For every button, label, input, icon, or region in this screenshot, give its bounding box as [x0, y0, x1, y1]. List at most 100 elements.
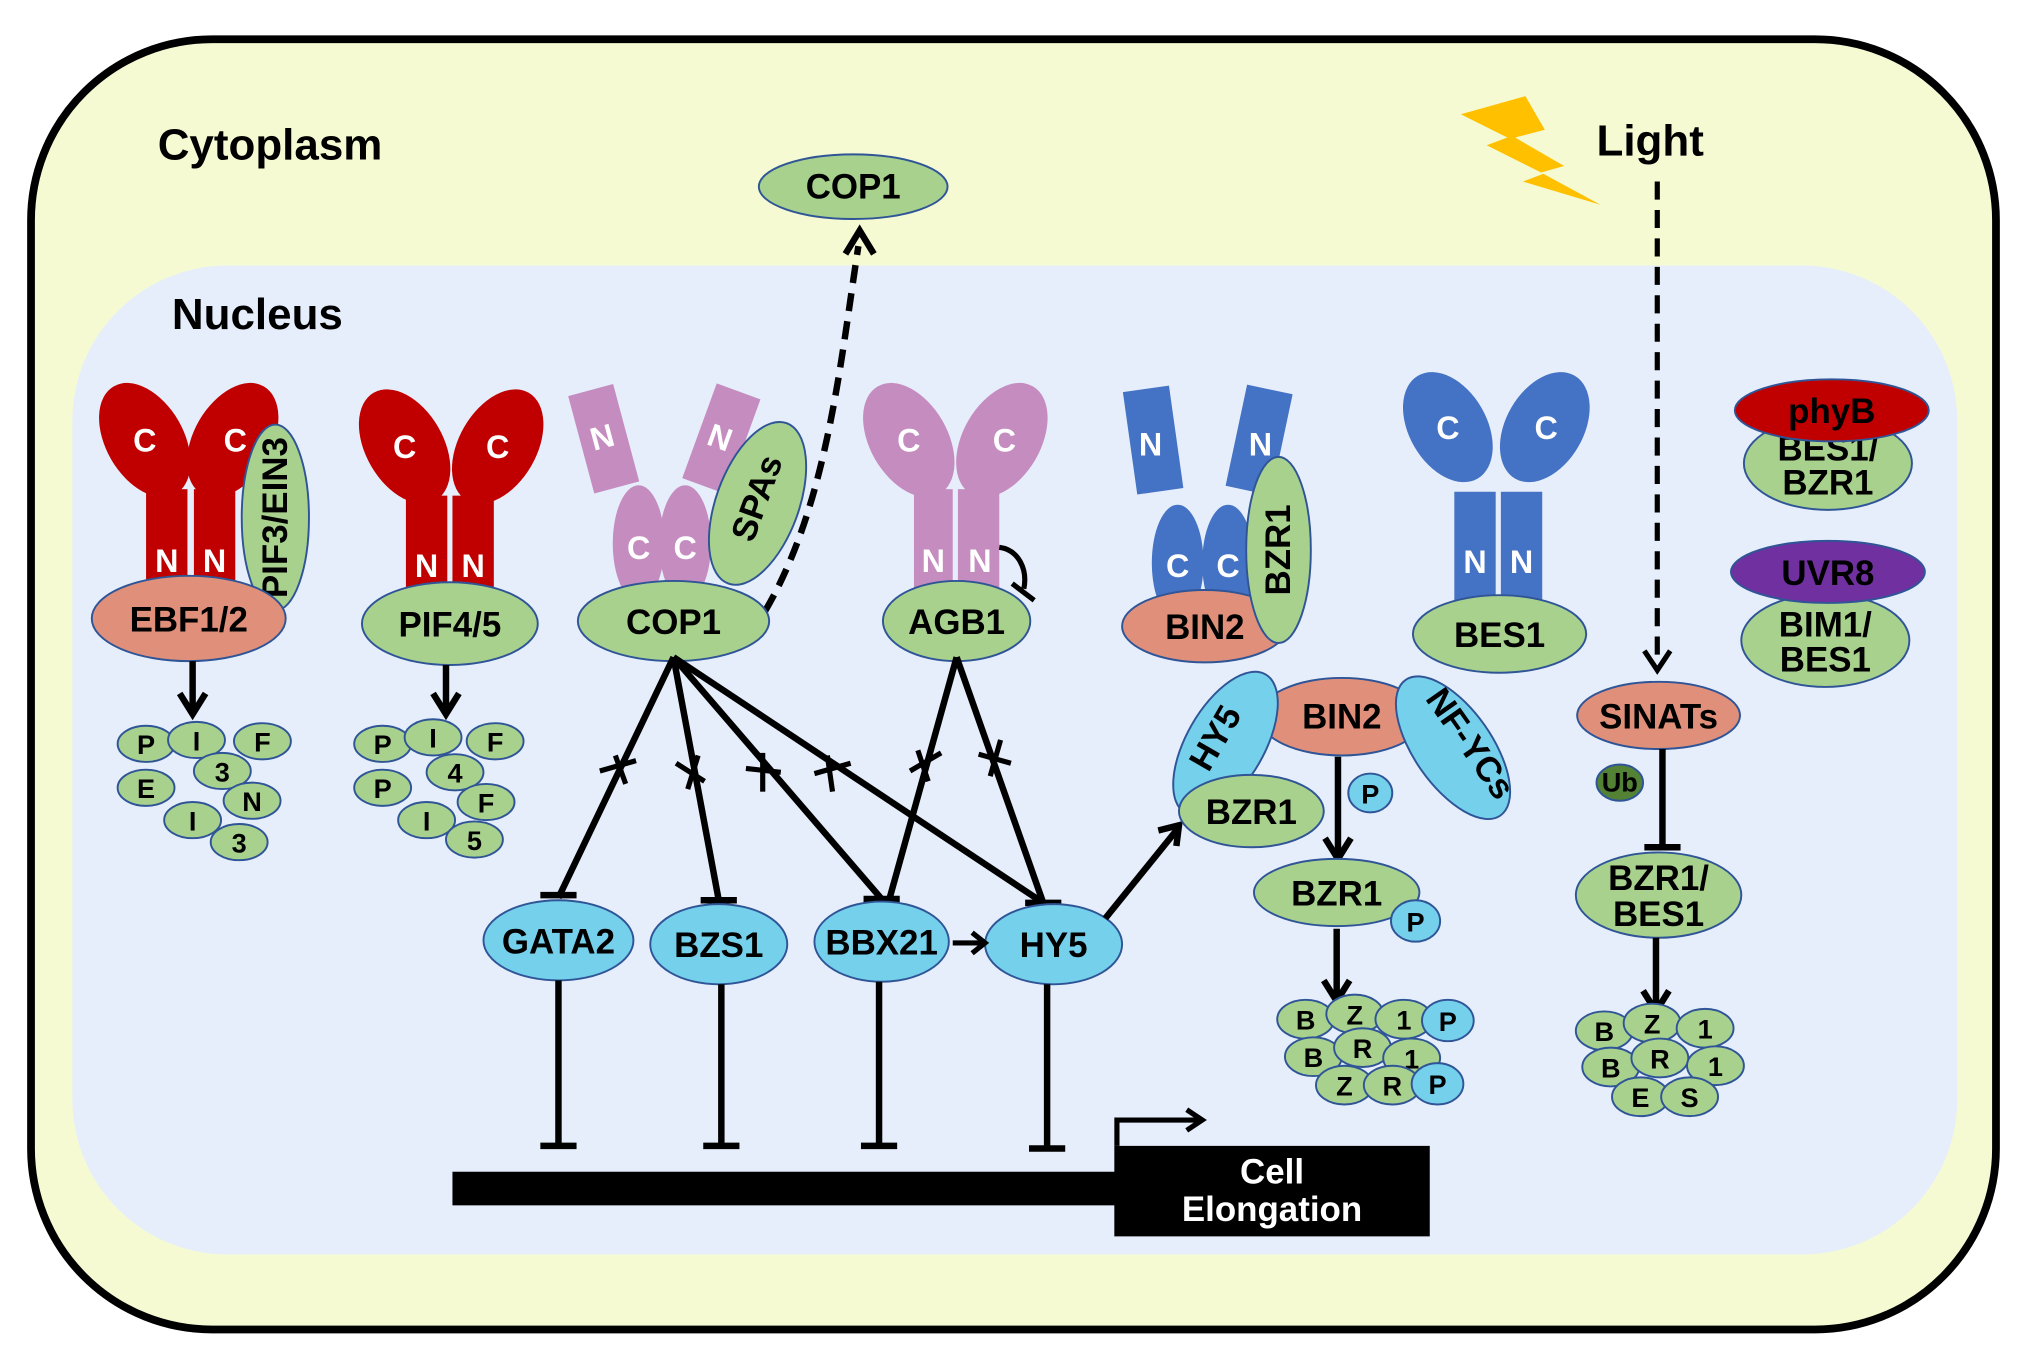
svg-text:C: C	[993, 423, 1016, 459]
svg-text:N: N	[242, 786, 262, 817]
ebf12	[90, 574, 287, 663]
gene-repression-lines	[540, 980, 1066, 1152]
bin2-module: BIN2 HY5 NF-YCs BZR1 P	[1172, 670, 1522, 849]
svg-text:BZR1: BZR1	[1782, 463, 1873, 502]
light-label: Light	[1597, 117, 1705, 166]
svg-text:P: P	[1361, 778, 1379, 809]
bzr1-phospho: BZR1 P	[1252, 857, 1442, 943]
svg-text:BBX21: BBX21	[825, 924, 937, 963]
svg-text:P: P	[1428, 1069, 1446, 1100]
svg-text:P: P	[1439, 1006, 1457, 1037]
svg-text:EBF1/2: EBF1/2	[130, 600, 248, 639]
cell-elongation-line2: Elongation	[1182, 1190, 1362, 1229]
svg-text:P: P	[1406, 906, 1424, 937]
svg-text:I: I	[423, 805, 431, 836]
svg-text:C: C	[1216, 548, 1239, 584]
svg-text:C: C	[1534, 410, 1557, 446]
svg-text:N: N	[922, 543, 945, 579]
svg-text:1: 1	[1698, 1014, 1713, 1045]
cop1-export-arrowhead	[842, 224, 877, 256]
gene-bar	[452, 1171, 1125, 1206]
svg-text:C: C	[1166, 548, 1189, 584]
svg-text:BZR1: BZR1	[1259, 504, 1298, 595]
svg-text:P: P	[137, 729, 155, 760]
svg-text:C: C	[1436, 410, 1459, 446]
svg-text:I: I	[189, 805, 197, 836]
svg-text:BIN2: BIN2	[1302, 697, 1382, 736]
svg-text:4: 4	[447, 758, 462, 789]
svg-text:E: E	[137, 773, 155, 804]
svg-text:C: C	[673, 530, 696, 566]
svg-text:B: B	[1594, 1016, 1614, 1047]
cell-elongation-line1: Cell	[1240, 1152, 1304, 1191]
svg-text:C: C	[486, 429, 509, 465]
svg-text:C: C	[393, 429, 416, 465]
svg-text:BZR1/: BZR1/	[1608, 859, 1709, 898]
svg-text:R: R	[1650, 1043, 1670, 1074]
svg-text:S: S	[1681, 1082, 1699, 1113]
svg-text:PIF4/5: PIF4/5	[398, 606, 501, 645]
svg-text:N: N	[1510, 544, 1533, 580]
svg-text:C: C	[627, 530, 650, 566]
svg-text:N: N	[1139, 427, 1162, 463]
svg-text:N: N	[203, 543, 226, 579]
svg-text:F: F	[478, 787, 495, 818]
svg-text:B: B	[1601, 1052, 1621, 1083]
svg-text:E: E	[1631, 1082, 1649, 1113]
svg-text:N: N	[1463, 544, 1486, 580]
svg-text:UVR8: UVR8	[1781, 554, 1874, 593]
svg-text:N: N	[415, 548, 438, 584]
bzr1-hy5	[1177, 773, 1325, 849]
svg-text:GATA2: GATA2	[502, 922, 615, 961]
svg-text:N: N	[155, 543, 178, 579]
svg-text:N: N	[1249, 427, 1272, 463]
svg-text:P: P	[374, 773, 392, 804]
cytoplasm-label: Cytoplasm	[158, 121, 383, 170]
svg-text:BIM1/: BIM1/	[1779, 606, 1872, 645]
pif45-complex: C C N N PIF4/5	[358, 389, 544, 666]
agb1-complex: C C N N AGB1	[863, 382, 1048, 663]
cop1-export-arrow	[762, 245, 862, 613]
spas	[707, 421, 808, 586]
lightning-icon	[1460, 96, 1601, 205]
bzr1-bes1-fragments: B Z 1 B R 1 E S	[1574, 1002, 1745, 1118]
pif45-fragments: P I F 4 P F I 5	[353, 718, 525, 859]
bzr1p-fragments: B Z 1 P B R 1 Z R P	[1276, 993, 1475, 1106]
svg-text:F: F	[487, 727, 504, 758]
svg-text:I: I	[193, 725, 201, 756]
svg-text:HY5: HY5	[1020, 926, 1088, 965]
svg-text:BZS1: BZS1	[674, 926, 763, 965]
svg-text:C: C	[133, 423, 156, 459]
svg-text:Z: Z	[1644, 1008, 1661, 1039]
svg-text:I: I	[429, 723, 437, 754]
svg-text:R: R	[1353, 1033, 1373, 1064]
bes1-complex: C C N N BES1	[1403, 372, 1590, 674]
target-tfs: GATA2 BZS1 BBX21 HY5	[482, 899, 1124, 986]
transcription-start-arrow	[1114, 1117, 1200, 1146]
cop1-complex: N N C C SPAs COP1	[568, 383, 808, 663]
ebf-complex: C C N N PIF3/EIN3 EBF1/2	[90, 382, 310, 663]
svg-text:C: C	[224, 423, 247, 459]
nucleus-label: Nucleus	[172, 290, 343, 339]
svg-text:5: 5	[467, 825, 482, 856]
cell-elongation-box	[1114, 1145, 1430, 1237]
svg-text:PIF3/EIN3: PIF3/EIN3	[256, 437, 295, 598]
svg-text:B: B	[1304, 1042, 1324, 1073]
pif45	[360, 581, 539, 666]
svg-text:R: R	[1382, 1070, 1402, 1101]
sinats	[1576, 680, 1741, 750]
svg-text:3: 3	[215, 756, 230, 787]
inhibition-network	[540, 654, 1062, 907]
bzr1-partner	[1245, 455, 1312, 644]
svg-text:1: 1	[1708, 1051, 1723, 1082]
cop1-cytoplasm-label: COP1	[806, 167, 901, 206]
svg-text:BIN2: BIN2	[1165, 608, 1245, 647]
svg-text:3: 3	[232, 827, 247, 858]
svg-text:C: C	[897, 423, 920, 459]
svg-text:BES1: BES1	[1454, 616, 1545, 655]
bin2-complex: N N C C BIN2 BZR1	[1121, 384, 1312, 664]
cop1-cytoplasm	[757, 153, 949, 220]
uvr8-complex: BIM1/ BES1 UVR8	[1729, 539, 1926, 688]
light-arrowhead	[1642, 649, 1673, 675]
